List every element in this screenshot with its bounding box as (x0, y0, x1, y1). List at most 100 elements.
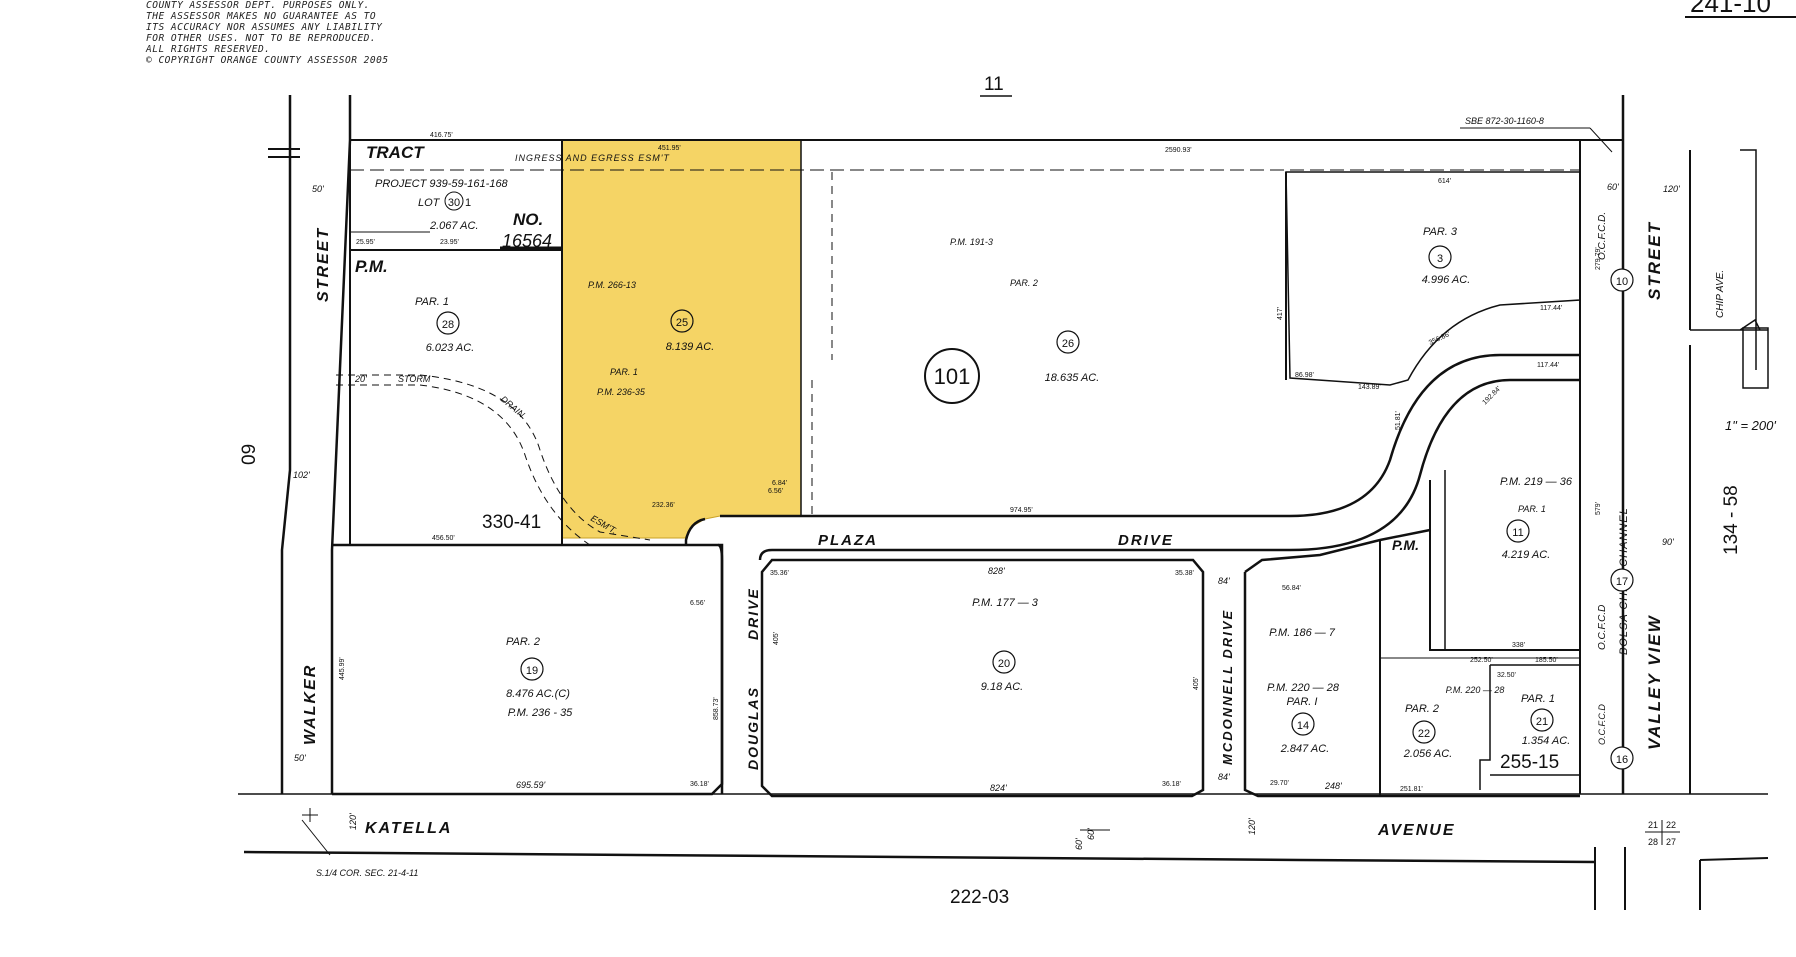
dimension: 51.81' (1395, 411, 1402, 430)
dimension: 117.44' (1540, 305, 1562, 312)
dimension: 828' (988, 566, 1005, 576)
parcel-area: 2.056 AC. (1403, 748, 1453, 760)
parcel-par: PAR. 1 (610, 367, 638, 377)
lot-circle (444, 191, 464, 211)
dimension: 417' (1277, 307, 1284, 320)
parcel-circle (1610, 268, 1634, 292)
parcel-number: 26 (1062, 338, 1074, 350)
parcel-20-boundary (760, 558, 1205, 798)
parcel-number: 28 (442, 319, 454, 331)
dimension: 6.56' (768, 488, 783, 495)
map-number: 241-10 (1690, 0, 1771, 18)
dimension: 445.99' (339, 657, 346, 680)
parcel-21-boundary (1479, 664, 1580, 790)
chip-ave-lines (1690, 149, 1768, 370)
tract-lot-suffix: 1 (465, 197, 471, 209)
dimension: 252.50' (1470, 657, 1493, 664)
dimension: 2590.93' (1165, 147, 1192, 154)
disclaimer-line: ITS ACCURACY NOR ASSUMES ANY LIABILITY (146, 22, 383, 33)
parcel-area: 8.139 AC. (666, 341, 715, 353)
dimension: 25.95' (356, 239, 375, 246)
quarter-label: 22 (1666, 820, 1676, 830)
dimension: 120' (1247, 818, 1257, 835)
dimension: 338' (1512, 642, 1525, 649)
parcel-area: 2.847 AC. (1280, 743, 1330, 755)
assessor-disclaimer: COUNTY ASSESSOR DEPT. PURPOSES ONLY. THE… (146, 0, 476, 66)
dimension: 56.84' (1282, 585, 1301, 592)
pm-small: P.M. (1392, 537, 1419, 553)
dimension: 614' (1438, 178, 1451, 185)
dimension: 185.50' (1535, 657, 1558, 664)
street-mcdonnell: MCDONNELL DRIVE (1220, 609, 1235, 765)
esmt-storm-drain: DRAIN (499, 394, 527, 420)
disclaimer-line: FOR OTHER USES. NOT TO BE REPRODUCED. (146, 33, 377, 44)
dimension: 35.38' (1175, 570, 1194, 577)
katella-edge-south (243, 850, 1596, 864)
parcel-pm-2: P.M. 186 — 7 (1269, 627, 1336, 639)
parcel-circle (1291, 712, 1315, 736)
katella-edge-south-east (1699, 857, 1769, 861)
parcel-pm: P.M. 191-3 (950, 237, 993, 247)
parcel-circle (1412, 720, 1436, 744)
parcel-number: 25 (676, 317, 688, 329)
parcel-area: 18.635 AC. (1045, 372, 1100, 384)
parcel-number: 21 (1536, 716, 1548, 728)
tract-label: NO. (513, 210, 543, 229)
dimension: 232.36' (652, 502, 675, 509)
walker-street-edge (330, 95, 352, 794)
parcel-area: 8.476 AC.(C) (506, 688, 570, 700)
street-douglas-2: DRIVE (745, 587, 761, 640)
ref-255-15: 255-15 (1500, 752, 1559, 773)
quarter-label: 21 (1648, 820, 1658, 830)
dimension: 60' (1074, 838, 1084, 850)
street-walker: WALKER (302, 664, 319, 745)
parcel-par: PAR. I (1287, 696, 1318, 708)
parcel-pm: P.M. 236 - 35 (508, 707, 573, 719)
disclaimer-line: © COPYRIGHT ORANGE COUNTY ASSESSOR 2005 (146, 55, 389, 66)
sbe-arrow (1589, 127, 1613, 153)
tract-lot-num: 30 (448, 197, 460, 209)
dimension: 60' (1086, 828, 1096, 840)
esmt-ingress: INGRESS AND EGRESS ESM'T (515, 153, 670, 163)
dimension: 405' (1193, 677, 1200, 690)
parcel-number: 17 (1616, 576, 1628, 588)
street-walker-2: STREET (315, 227, 332, 302)
parcel-25-highlight[interactable] (561, 139, 802, 539)
parcel-circle (520, 657, 544, 681)
parcel-number: 10 (1616, 276, 1628, 288)
tract-label: TRACT (366, 143, 425, 162)
dimension: 86.98' (1295, 372, 1314, 379)
plaza-drive-south (717, 378, 1580, 794)
parcel-pm: P.M. 177 — 3 (972, 597, 1039, 609)
dimension: 29.70' (1270, 780, 1289, 787)
parcel-number: 11 (1512, 527, 1523, 539)
street-katella: KATELLA (365, 820, 452, 837)
dimension: 416.75' (430, 132, 453, 139)
parcel-pm-2: P.M. 236-35 (597, 387, 646, 397)
street-valley-view: VALLEY VIEW (1645, 614, 1664, 750)
dimension: 192.84' (1481, 385, 1502, 406)
block-circle (924, 348, 980, 404)
parcel-par: PAR. 1 (1521, 693, 1555, 705)
parcel-circle (992, 650, 1016, 674)
dimension: 824' (990, 783, 1007, 793)
parcel-circle (670, 309, 694, 333)
parcel-circle (1428, 245, 1452, 269)
disclaimer-line: THE ASSESSOR MAKES NO GUARANTEE AS TO (146, 11, 377, 22)
adjacent-map-right: 134 - 58 (1721, 485, 1742, 555)
ocfcd-label: O.C.F.C.D (1597, 704, 1607, 745)
ocfcd-label: O.C.F.C.D. (1597, 212, 1608, 260)
parcel-area: 6.023 AC. (426, 342, 475, 354)
parcel-area: 4.219 AC. (1502, 549, 1551, 561)
dimension: 248' (1324, 781, 1342, 791)
block-number: 101 (934, 364, 971, 389)
adjacent-map-top: 11 (984, 74, 1004, 95)
parcel-number: 20 (998, 658, 1010, 670)
dimension: 6.84' (772, 480, 787, 487)
dimension: 251.81' (1400, 786, 1423, 793)
parcel-number: 3 (1437, 253, 1443, 265)
parcel-number: 14 (1297, 720, 1309, 732)
tract-number: 16564 (502, 231, 552, 251)
dimension: 50' (312, 184, 324, 194)
